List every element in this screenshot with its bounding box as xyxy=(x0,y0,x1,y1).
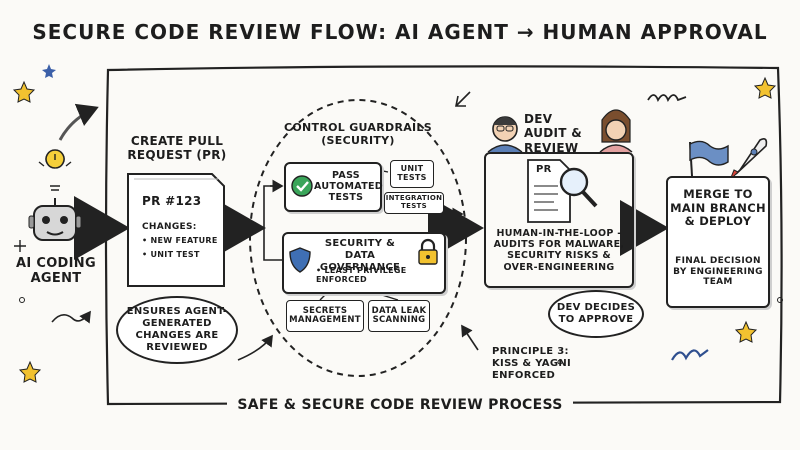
ensures-review-text: ENSURES AGENT-GENERATED CHANGES ARE REVI… xyxy=(126,306,228,353)
unit-tests-chip: UNIT TESTS xyxy=(390,160,434,188)
magnifier-icon xyxy=(527,159,598,223)
guardrails-heading: CONTROL GUARDRAILS (SECURITY) xyxy=(284,121,432,147)
star-icon xyxy=(18,360,42,383)
dev-approve-bubble: DEV DECIDES TO APPROVE xyxy=(548,290,644,338)
process-frame xyxy=(104,65,783,406)
pr-document-icon xyxy=(127,173,225,287)
swoosh-arrow-top xyxy=(455,91,471,107)
swoosh-arrow-bottom xyxy=(237,334,273,361)
merge-box: MERGE TO MAIN BRANCH & DEPLOY FINAL DECI… xyxy=(666,176,770,308)
audit-doc-label: PR xyxy=(536,164,552,175)
principle-label: PRINCIPLE 3: KISS & YAGNI ENFORCED xyxy=(492,346,572,381)
loop-doodle-2 xyxy=(671,349,709,361)
footer-banner: SAFE & SECURE CODE REVIEW PROCESS xyxy=(0,394,800,413)
rocket-icon xyxy=(729,138,768,181)
pass-tests-label: PASS AUTOMATED TESTS xyxy=(314,170,383,204)
merge-decision: FINAL DECISION BY ENGINEERING TEAM xyxy=(673,256,763,288)
integration-tests-chip: INTEGRATION TESTS xyxy=(384,192,444,214)
security-title: SECURITY & DATA GOVERNANCE xyxy=(319,238,401,273)
audit-box: PR HUMAN-IN-THE-LOOP - AUDITS FOR MALWAR… xyxy=(484,152,634,288)
loop-doodle xyxy=(647,94,687,103)
pass-tests-box: PASS AUTOMATED TESTS xyxy=(284,162,383,212)
merge-heading: MERGE TO MAIN BRANCH & DEPLOY xyxy=(670,187,766,229)
secrets-management-chip: SECRETS MANAGEMENT xyxy=(286,300,364,332)
ensures-review-bubble: ENSURES AGENT-GENERATED CHANGES ARE REVI… xyxy=(116,296,238,364)
create-pr-heading: CREATE PULL REQUEST (PR) xyxy=(127,134,227,163)
pr-number: PR #123 xyxy=(142,194,202,208)
star-icon xyxy=(12,80,36,103)
squiggle-arrow xyxy=(51,310,91,324)
star-icon xyxy=(753,76,777,99)
data-leak-scanning-chip: DATA LEAK SCANNING xyxy=(368,300,430,332)
footer-text: SAFE & SECURE CODE REVIEW PROCESS xyxy=(227,397,573,413)
audit-heading: DEV AUDIT & REVIEW xyxy=(524,112,583,155)
lightbulb-icon xyxy=(38,149,72,191)
developer-avatar-male xyxy=(487,116,523,153)
pr-change-item: • NEW FEATURE xyxy=(142,236,218,245)
developer-avatar-female xyxy=(599,109,633,153)
branch-lines xyxy=(263,185,282,261)
lock-icon xyxy=(418,238,438,265)
flag-icon xyxy=(689,140,729,177)
star-icon xyxy=(42,64,56,78)
sparkle-icon xyxy=(14,240,26,252)
check-icon xyxy=(291,175,313,197)
pr-change-item: • UNIT TEST xyxy=(142,250,200,259)
least-privilege-label: • LEAST PRIVILEGE ENFORCED xyxy=(316,266,407,285)
swoosh-arrow-principle xyxy=(461,324,479,351)
robot-icon xyxy=(28,198,82,241)
page-title: SECURE CODE REVIEW FLOW: AI AGENT → HUMA… xyxy=(32,20,768,44)
star-icon xyxy=(734,320,758,343)
security-governance-box: SECURITY & DATA GOVERNANCE • LEAST PRIVI… xyxy=(282,232,446,294)
pr-changes-label: CHANGES: xyxy=(142,222,197,232)
audit-description: HUMAN-IN-THE-LOOP - AUDITS FOR MALWARE, … xyxy=(493,228,625,273)
shield-icon xyxy=(289,247,311,273)
swoosh-arrow-left xyxy=(58,103,99,141)
agent-label: AI CODING AGENT xyxy=(16,256,96,287)
dev-approve-text: DEV DECIDES TO APPROVE xyxy=(556,302,636,325)
